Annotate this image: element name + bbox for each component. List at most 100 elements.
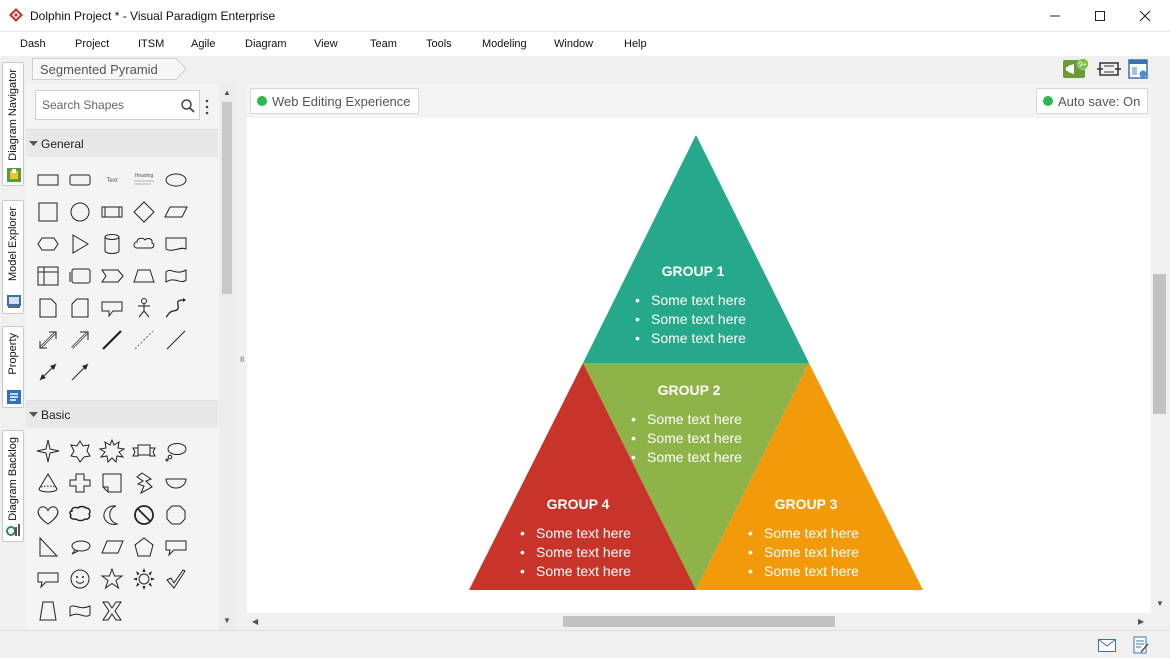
scroll-down-icon[interactable]: ▼ [223, 616, 231, 625]
shape-cloud[interactable] [130, 230, 158, 258]
shape-check[interactable] [162, 565, 190, 593]
search-shapes-box[interactable] [35, 90, 200, 120]
palette-scrollbar[interactable]: ▲ ▼ [219, 84, 235, 630]
shape-circle[interactable] [66, 198, 94, 226]
diagram-canvas[interactable]: GROUP 1 • Some text here • Some text her… [247, 118, 1151, 613]
shape-cone[interactable] [34, 469, 62, 497]
segment-group-1[interactable] [583, 135, 809, 363]
scroll-left-icon[interactable]: ◀ [252, 617, 259, 626]
document-edit-icon[interactable] [1133, 636, 1149, 654]
shape-speech-oval[interactable] [66, 533, 94, 561]
menu-modeling[interactable]: Modeling [482, 38, 527, 50]
shape-square[interactable] [34, 198, 62, 226]
shape-sun[interactable] [130, 565, 158, 593]
shape-half-circle[interactable] [162, 469, 190, 497]
shape-trapezoid[interactable] [130, 262, 158, 290]
minimize-button[interactable] [1032, 0, 1078, 32]
shape-cloud-callout[interactable] [162, 437, 190, 465]
shape-diamond[interactable] [130, 198, 158, 226]
shape-cylinder[interactable] [98, 230, 126, 258]
auto-save-chip[interactable]: Auto save: On [1036, 88, 1149, 114]
shape-triangle[interactable] [66, 230, 94, 258]
shape-stacked-rectangle[interactable] [66, 262, 94, 290]
segmented-pyramid[interactable]: GROUP 1 • Some text here • Some text her… [247, 118, 1151, 613]
menu-itsm[interactable]: ITSM [138, 38, 165, 50]
shape-smiley[interactable] [66, 565, 94, 593]
menu-help[interactable]: Help [624, 38, 647, 50]
shape-ellipse[interactable] [162, 166, 190, 194]
shape-rounded-rectangle[interactable] [66, 166, 94, 194]
section-basic[interactable]: Basic [26, 400, 218, 428]
shape-table[interactable] [34, 262, 62, 290]
shape-pentagon[interactable] [130, 533, 158, 561]
fit-diagram-button[interactable] [1097, 58, 1121, 80]
horizontal-scroll-thumb[interactable] [563, 616, 835, 627]
shape-speech-rect[interactable] [34, 565, 62, 593]
segment-group-4[interactable] [469, 363, 696, 590]
shape-cross[interactable] [66, 469, 94, 497]
vertical-scroll-thumb[interactable] [1153, 274, 1166, 414]
shape-no-symbol[interactable] [130, 501, 158, 529]
shape-four-point-star[interactable] [34, 437, 62, 465]
shape-octagon[interactable] [162, 501, 190, 529]
mail-icon[interactable] [1098, 639, 1116, 652]
shape-arrow[interactable] [66, 326, 94, 354]
scroll-right-icon[interactable]: ▶ [1138, 617, 1145, 626]
tab-diagram-navigator[interactable]: Diagram Navigator [2, 62, 24, 186]
shape-folded-corner[interactable] [98, 469, 126, 497]
palette-scroll-thumb[interactable] [222, 102, 232, 294]
shape-curve-connector[interactable] [162, 294, 190, 322]
shape-process[interactable] [98, 198, 126, 226]
menu-team[interactable]: Team [370, 38, 397, 50]
scroll-up-icon[interactable]: ▲ [223, 88, 231, 97]
layout-button[interactable] [1127, 58, 1151, 80]
shape-note[interactable] [34, 294, 62, 322]
shape-callout[interactable] [98, 294, 126, 322]
segment-group-3[interactable] [696, 363, 923, 590]
shape-thick-line[interactable] [98, 326, 126, 354]
tab-property[interactable]: Property [2, 326, 24, 408]
scroll-down-icon[interactable]: ▼ [1156, 599, 1164, 608]
shape-seal[interactable] [66, 437, 94, 465]
shape-text[interactable]: Text [98, 166, 126, 194]
horizontal-scrollbar[interactable]: ◀ ▶ [247, 613, 1151, 630]
search-shapes-input[interactable] [42, 97, 172, 113]
section-general[interactable]: General [26, 129, 218, 157]
shape-actor[interactable] [130, 294, 158, 322]
shape-double-arrow[interactable] [34, 326, 62, 354]
shape-document[interactable] [162, 230, 190, 258]
shape-chevron[interactable] [98, 262, 126, 290]
shape-x-cross[interactable] [98, 597, 126, 625]
maximize-button[interactable] [1077, 0, 1123, 32]
palette-menu-icon[interactable] [204, 98, 210, 116]
notification-button[interactable]: 9+ [1062, 58, 1089, 80]
shape-heart[interactable] [34, 501, 62, 529]
menu-dash[interactable]: Dash [20, 38, 46, 50]
shape-bidirectional-connector[interactable] [34, 358, 62, 386]
shape-rect-callout[interactable] [162, 533, 190, 561]
shape-slanted-rectangle[interactable] [98, 533, 126, 561]
shape-right-triangle[interactable] [34, 533, 62, 561]
shape-heading[interactable]: Heading [130, 166, 158, 194]
vertical-scrollbar[interactable]: ▼ [1151, 84, 1170, 613]
shape-moon[interactable] [98, 501, 126, 529]
shape-dashed-line[interactable] [130, 326, 158, 354]
shape-bubble[interactable] [66, 501, 94, 529]
shape-connector[interactable] [66, 358, 94, 386]
shape-explosion[interactable] [98, 437, 126, 465]
tab-diagram-backlog[interactable]: Diagram Backlog [2, 430, 24, 542]
web-editing-chip[interactable]: Web Editing Experience [250, 88, 419, 114]
shape-rectangle[interactable] [34, 166, 62, 194]
panel-splitter[interactable]: ॥ [235, 84, 247, 630]
menu-diagram[interactable]: Diagram [245, 38, 287, 50]
shape-double-wave[interactable] [66, 597, 94, 625]
shape-wave[interactable] [162, 262, 190, 290]
segment-group-2[interactable] [583, 363, 809, 590]
shape-tapered[interactable] [34, 597, 62, 625]
menu-window[interactable]: Window [554, 38, 594, 50]
shape-line[interactable] [162, 326, 190, 354]
shape-hexagon[interactable] [34, 230, 62, 258]
shape-card[interactable] [66, 294, 94, 322]
shape-parallelogram[interactable] [162, 198, 190, 226]
shape-star[interactable] [98, 565, 126, 593]
